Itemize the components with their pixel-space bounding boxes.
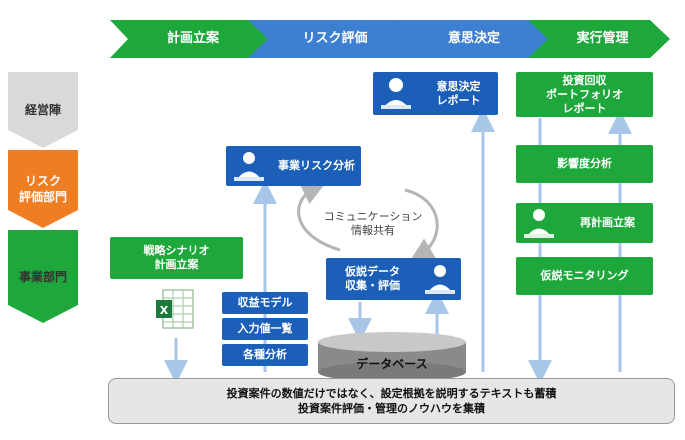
decision-report-box[interactable]: 意思決定 レポート: [373, 72, 498, 115]
role-shape-management: [8, 72, 78, 148]
investment-report-box[interactable]: 投資回収 ポートフォリオ レポート: [516, 72, 653, 117]
database-label: データベース: [356, 357, 428, 371]
excel-icon: X: [156, 289, 194, 329]
comm-arrow-left: [297, 182, 341, 252]
svg-text:X: X: [160, 304, 169, 317]
phase-decision: 意思決定: [447, 31, 500, 46]
phase-execution: 実行管理: [576, 31, 629, 46]
hypothesis-monitoring-box[interactable]: 仮説モニタリング: [516, 257, 653, 295]
role-business-department: 事業部門: [18, 270, 67, 284]
strategy-plan-box[interactable]: 戦略シナリオ 計画立案: [110, 237, 243, 279]
bottom-line1: 投資案件の数値だけではなく、設定根拠を説明するテキストも蓄積: [226, 387, 557, 400]
decision-report-label: 意思決定 レポート: [436, 79, 481, 107]
hypothesis-data-label: 仮説データ 収集・評価: [345, 265, 400, 292]
impact-analysis-box[interactable]: 影響度分析: [516, 145, 653, 183]
various-analysis-box[interactable]: 各種分析: [222, 344, 308, 366]
various-analysis-label: 各種分析: [243, 348, 287, 361]
role-shape-risk: [8, 150, 78, 228]
person-icon: [381, 78, 411, 109]
person-icon: [524, 209, 554, 238]
role-shape-business: [8, 230, 78, 323]
bottom-line2: 投資案件評価・管理のノウハウを集積: [298, 402, 485, 415]
knowledge-base-bar: 投資案件の数値だけではなく、設定根拠を説明するテキストも蓄積 投資案件評価・管理…: [108, 378, 675, 424]
phase-plan: 計画立案: [166, 31, 219, 46]
phase-arrow-plan: [110, 20, 270, 58]
phase-arrow-decision: [393, 20, 550, 58]
phase-arrow-risk: [248, 20, 415, 58]
phase-arrow-execution: [528, 20, 670, 58]
communication-text: コミュニケーション 情報共有: [318, 210, 428, 238]
role-management: 経営陣: [24, 103, 61, 117]
person-icon: [234, 152, 264, 181]
replan-label: 再計画立案: [580, 216, 635, 229]
comm-arrow-right: [404, 188, 439, 262]
revenue-model-box[interactable]: 収益モデル: [222, 292, 308, 314]
phase-risk-evaluation: リスク評価: [302, 31, 368, 46]
communication-line2: 情報共有: [351, 224, 395, 237]
business-risk-analysis-label: 事業リスク分析: [278, 159, 355, 172]
communication-line1: コミュニケーション: [323, 210, 423, 223]
database-cylinder: [318, 332, 466, 382]
revenue-model-label: 収益モデル: [237, 296, 293, 309]
hypothesis-data-box[interactable]: 仮説データ 収集・評価: [326, 258, 461, 300]
role-risk-department: リスク 評価部門: [18, 174, 67, 204]
replan-box[interactable]: 再計画立案: [516, 203, 653, 243]
business-risk-analysis-box[interactable]: 事業リスク分析: [226, 146, 361, 186]
person-icon: [425, 265, 455, 294]
input-values-label: 入力値一覧: [237, 322, 293, 335]
input-values-box[interactable]: 入力値一覧: [222, 318, 308, 340]
